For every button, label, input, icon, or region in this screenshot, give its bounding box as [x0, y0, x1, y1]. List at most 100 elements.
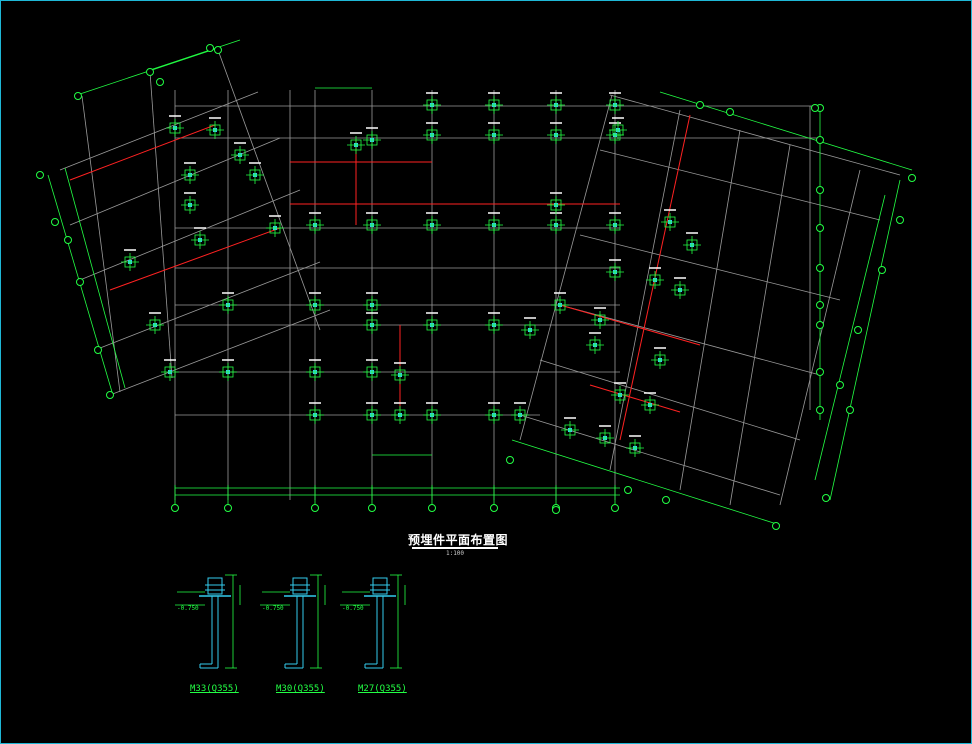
- embedded-plate: [191, 227, 209, 249]
- grid-bubble: [311, 504, 319, 512]
- central-grid: [174, 90, 820, 500]
- embedded-plate: [611, 382, 629, 404]
- grid-bubble: [816, 301, 824, 309]
- embedded-plate: [166, 115, 184, 137]
- embedded-plate: [306, 212, 324, 234]
- embedded-plate: [423, 92, 441, 114]
- grid-bubble: [611, 504, 619, 512]
- embedded-plate: [485, 402, 503, 424]
- embedded-plate: [391, 402, 409, 424]
- embedded-parts: [121, 92, 701, 457]
- anchor-elevation: -0.750: [177, 605, 199, 612]
- embedded-plate: [606, 212, 624, 234]
- title-underline: [412, 547, 498, 549]
- anchor-bolt-detail: -0.750: [260, 574, 326, 669]
- grid-bubble: [36, 171, 44, 179]
- grid-bubble: [811, 104, 819, 112]
- embedded-plate: [219, 359, 237, 381]
- drawing-scale: 1:100: [445, 550, 465, 557]
- grid-bubble: [816, 186, 824, 194]
- embedded-plate: [661, 209, 679, 231]
- grid-bubble: [64, 236, 72, 244]
- anchor-bolt-details: -0.750 -0.750 -0.750: [175, 574, 406, 669]
- grid-bubble: [816, 224, 824, 232]
- grid-bubble: [878, 266, 886, 274]
- embedded-plate: [646, 267, 664, 289]
- embedded-plate: [485, 312, 503, 334]
- right-wing-grid: [519, 94, 901, 506]
- grid-bubbles: [36, 44, 916, 530]
- embedded-plate: [671, 277, 689, 299]
- embedded-plate: [586, 332, 604, 354]
- grid-bubble: [662, 496, 670, 504]
- embedded-plate: [161, 359, 179, 381]
- embedded-plate: [423, 402, 441, 424]
- grid-bubble: [76, 278, 84, 286]
- embedded-plate: [485, 212, 503, 234]
- embedded-plate: [363, 312, 381, 334]
- grid-bubble: [171, 504, 179, 512]
- grid-bubble: [816, 136, 824, 144]
- grid-bubble: [908, 174, 916, 182]
- grid-bubble: [854, 326, 862, 334]
- grid-bubble: [816, 368, 824, 376]
- embedded-plate: [266, 215, 284, 237]
- grid-bubble: [726, 108, 734, 116]
- grid-bubble: [822, 494, 830, 502]
- embedded-plate: [181, 192, 199, 214]
- embedded-plate: [423, 312, 441, 334]
- embedded-plate: [347, 132, 365, 154]
- embedded-plate: [591, 307, 609, 329]
- embedded-plate: [306, 359, 324, 381]
- grid-bubble: [74, 92, 82, 100]
- embedded-plate: [363, 292, 381, 314]
- central-dims: [174, 87, 620, 505]
- grid-bubble: [146, 68, 154, 76]
- anchor-label-1: M33(Q355): [190, 684, 239, 694]
- embedded-plate: [547, 212, 565, 234]
- anchor-elevation: -0.750: [342, 605, 364, 612]
- embedded-plate: [485, 122, 503, 144]
- grid-bubble: [816, 406, 824, 414]
- embedded-plate: [231, 142, 249, 164]
- grid-bubble: [846, 406, 854, 414]
- embedded-plate: [146, 312, 164, 334]
- grid-bubble: [552, 506, 560, 514]
- embedded-plate: [547, 92, 565, 114]
- embedded-plate: [306, 402, 324, 424]
- embedded-plate: [561, 417, 579, 439]
- embedded-plate: [521, 317, 539, 339]
- embedded-plate: [306, 292, 324, 314]
- grid-bubble: [94, 346, 102, 354]
- embedded-plate: [485, 92, 503, 114]
- embedded-plate: [246, 162, 264, 184]
- embedded-plate: [596, 425, 614, 447]
- embedded-plate: [606, 259, 624, 281]
- drawing-title: 预埋件平面布置图: [407, 533, 508, 547]
- embedded-plate: [391, 362, 409, 384]
- grid-bubble: [772, 522, 780, 530]
- embedded-plate: [206, 117, 224, 139]
- embedded-plate: [181, 162, 199, 184]
- grid-bubble: [224, 504, 232, 512]
- grid-bubble: [51, 218, 59, 226]
- embedded-plate: [363, 359, 381, 381]
- grid-bubble: [206, 44, 214, 52]
- anchor-elevation: -0.750: [262, 605, 284, 612]
- embedded-plate: [641, 392, 659, 414]
- embedded-plate: [363, 127, 381, 149]
- grid-bubble: [816, 321, 824, 329]
- grid-bubble: [214, 46, 222, 54]
- embedded-plate: [551, 292, 569, 314]
- grid-bubble: [836, 381, 844, 389]
- embedded-plate: [626, 435, 644, 457]
- grid-bubble: [490, 504, 498, 512]
- embedded-plate: [683, 232, 701, 254]
- embedded-plate: [606, 122, 624, 144]
- embedded-plate: [423, 122, 441, 144]
- embedded-plate: [547, 122, 565, 144]
- grid-bubble: [816, 264, 824, 272]
- grid-bubble: [106, 391, 114, 399]
- grid-bubble: [624, 486, 632, 494]
- embedded-plate: [121, 249, 139, 271]
